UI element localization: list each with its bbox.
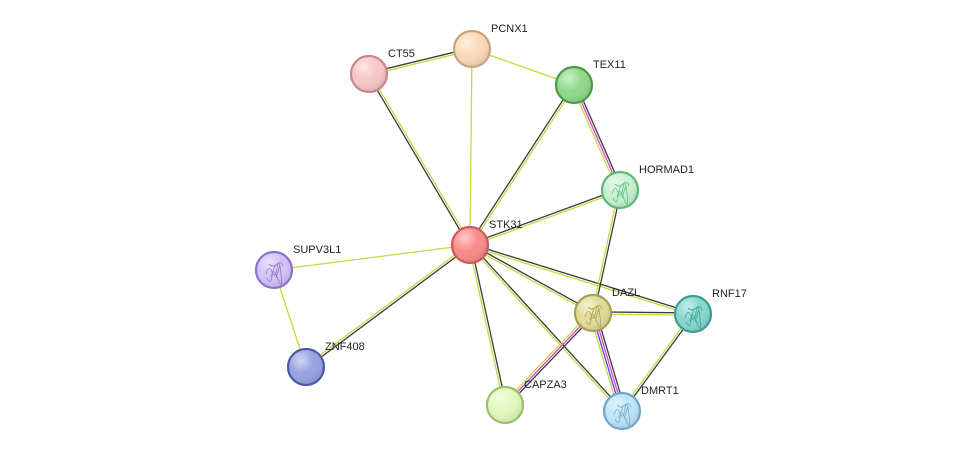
node-pcnx1[interactable]: PCNX1 [452,23,528,69]
protein-structure-icon [265,261,284,285]
node-highlight [352,57,386,91]
edge-stk31-pcnx1[interactable] [469,48,473,246]
node-highlight [289,350,323,384]
edge-strand [468,245,594,315]
node-ct55[interactable]: CT55 [349,48,415,94]
edge-stk31-supv3l1[interactable] [273,244,471,271]
node-supv3l1[interactable]: SUPV3L1 [254,244,341,290]
node-label: CT55 [388,48,415,60]
edge-stk31-tex11[interactable] [468,83,576,247]
edge-stk31-hormad1[interactable] [468,188,622,247]
edge-strand [469,243,694,314]
edge-rnf17-dmrt1[interactable] [620,312,695,413]
node-label: PCNX1 [491,23,528,35]
node-highlight [603,173,637,207]
edge-strand [468,244,505,406]
edge-strand [620,312,693,412]
node-label: TEX11 [593,59,626,71]
protein-structure-icon [611,181,630,205]
edge-stk31-dazl[interactable] [468,243,595,315]
edges-layer [273,47,695,413]
edge-strand [502,310,593,405]
edge-strand [573,84,621,191]
edge-strand [469,243,595,313]
edge-strand [575,83,623,190]
node-highlight [453,228,487,262]
node-capza3[interactable]: CAPZA3 [485,379,567,425]
edge-strand [469,48,473,246]
node-rnf17[interactable]: RNF17 [673,288,747,334]
edge-strand [470,244,507,406]
edge-stk31-ct55[interactable] [367,72,472,247]
node-hormad1[interactable]: HORMAD1 [600,164,694,210]
protein-structure-icon [584,304,603,328]
edge-strand [571,85,619,192]
edge-strand [304,243,470,367]
edge-stk31-rnf17[interactable] [469,243,694,316]
node-highlight [488,388,522,422]
edge-hormad1-dazl[interactable] [591,189,622,314]
node-highlight [676,297,710,331]
node-dmrt1[interactable]: DMRT1 [602,385,679,431]
edge-strand [470,84,576,247]
edge-strand [593,189,622,314]
edge-stk31-dmrt1[interactable] [468,243,624,413]
node-label: DAZL [612,287,640,299]
node-highlight [605,394,639,428]
edge-strand [469,190,622,247]
edge-strand [504,312,594,406]
node-label: RNF17 [712,288,747,300]
edge-strand [470,243,624,411]
edge-strand [468,188,621,245]
edge-strand [306,245,472,369]
node-tex11[interactable]: TEX11 [554,59,626,105]
node-highlight [557,68,591,102]
edge-strand [468,245,622,413]
node-znf408[interactable]: ZNF408 [286,341,365,387]
node-label: SUPV3L1 [293,244,341,256]
edge-strand [469,245,694,316]
node-label: STK31 [489,219,523,231]
node-highlight [576,296,610,330]
node-label: HORMAD1 [639,164,694,176]
edge-stk31-capza3[interactable] [468,244,507,406]
protein-structure-icon [613,402,632,426]
node-label: DMRT1 [641,385,679,397]
node-stk31[interactable]: STK31 [450,219,523,265]
edge-strand [468,83,574,246]
edge-strand [591,189,620,314]
edge-strand [273,244,471,271]
node-label: CAPZA3 [524,379,567,391]
node-highlight [455,32,489,66]
node-label: ZNF408 [325,341,365,353]
edge-stk31-znf408[interactable] [304,243,472,369]
edge-strand [505,313,596,408]
node-dazl[interactable]: DAZL [573,287,640,333]
node-highlight [257,253,291,287]
edge-strand [367,73,470,247]
edge-tex11-hormad1[interactable] [571,83,623,192]
edge-dazl-capza3[interactable] [502,310,596,408]
protein-structure-icon [684,305,703,329]
nodes-layer: STK31CT55PCNX1TEX11HORMAD1SUPV3L1ZNF408D… [254,23,747,431]
edge-strand [622,313,695,413]
edge-strand [369,72,472,246]
